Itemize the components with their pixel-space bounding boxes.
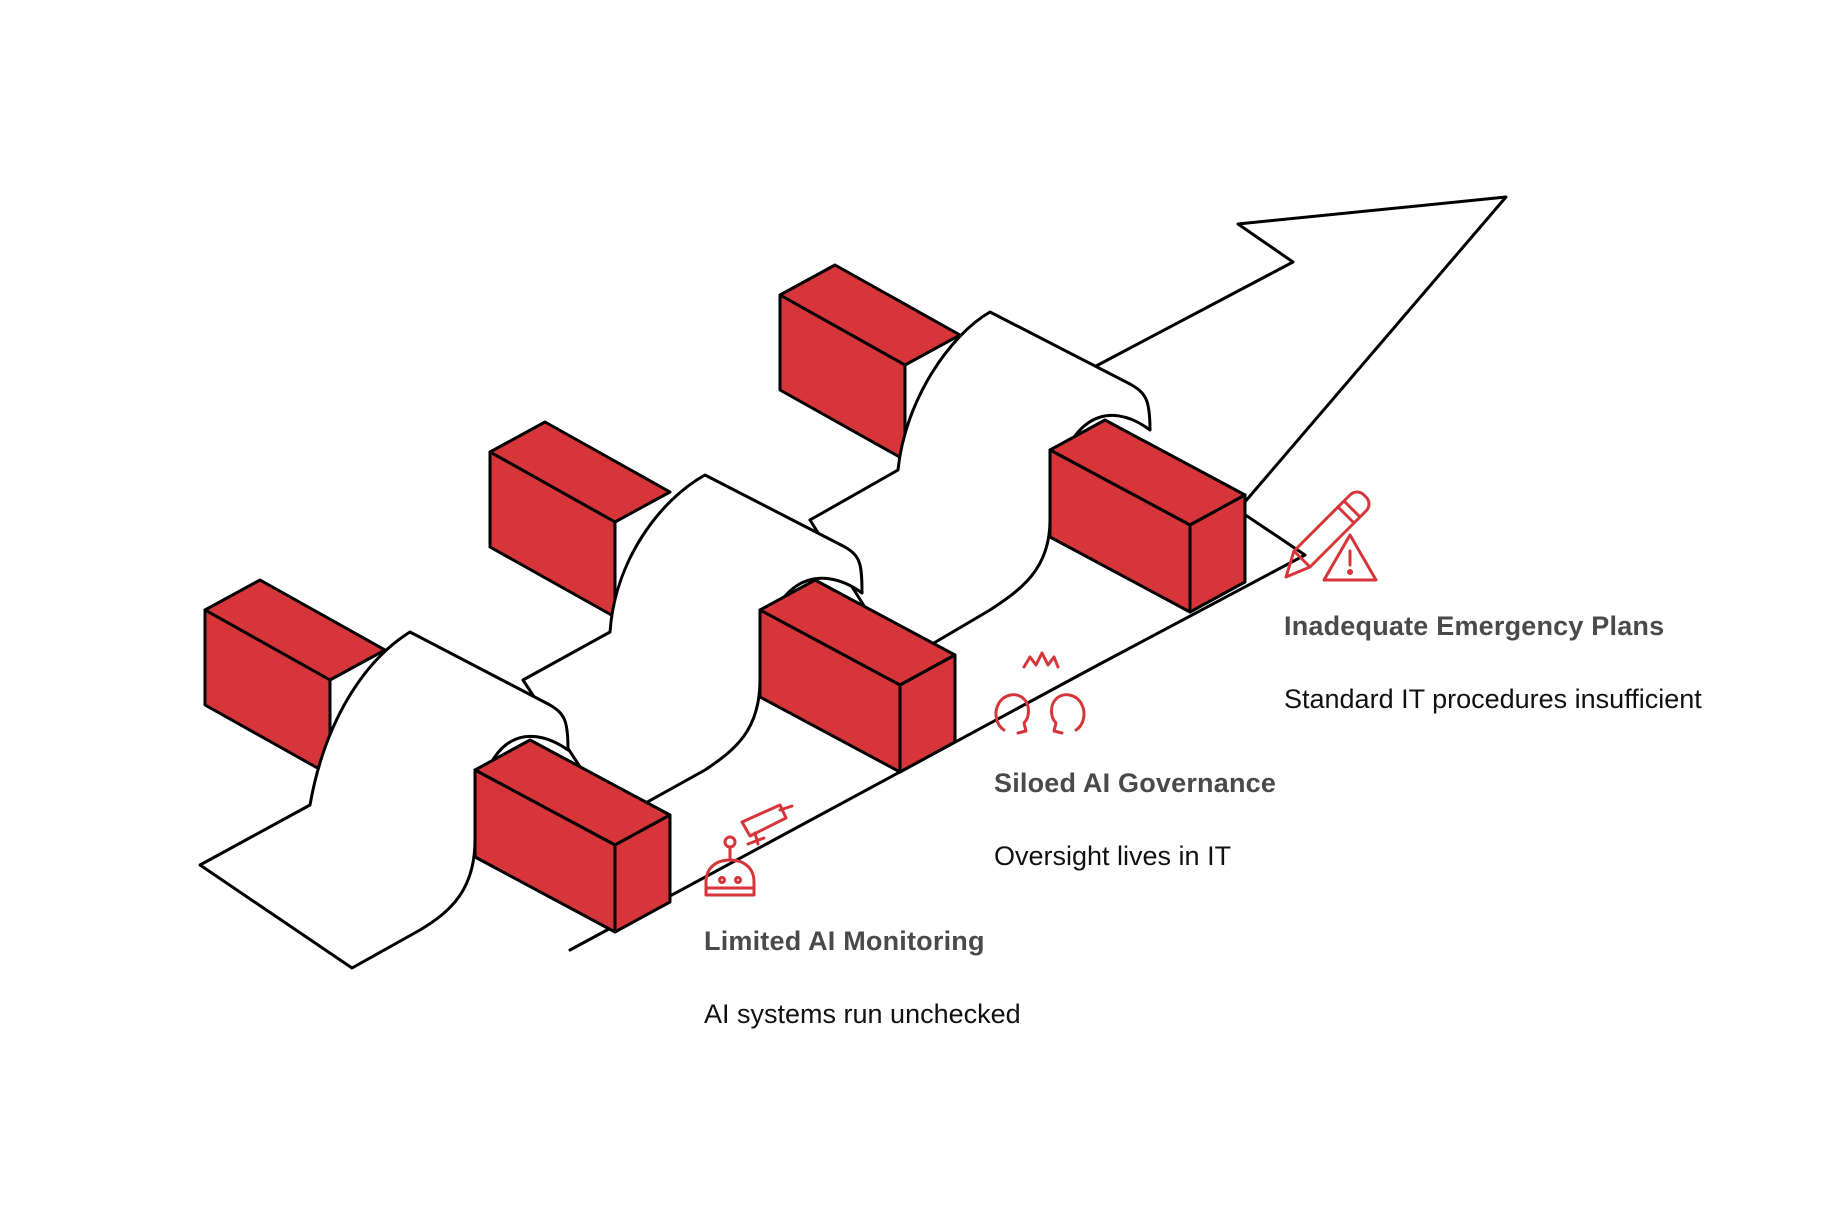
ribbon-segment-1 [198, 630, 570, 970]
pencil-warning-icon [1280, 485, 1380, 585]
barrier-block-2-back [488, 420, 672, 619]
barrier-block-2-front [758, 578, 957, 774]
ribbon-segment-3 [808, 310, 1152, 665]
barrier-block-3-back [778, 263, 962, 462]
ribbon-segment-2 [521, 473, 864, 822]
barrier-block-1-front [473, 738, 672, 934]
people-conflict-icon [990, 645, 1090, 745]
item-description: Oversight lives in IT [994, 841, 1232, 871]
item-inadequate-emergency-plans: Inadequate Emergency Plans Standard IT p… [1284, 611, 1702, 715]
item-limited-ai-monitoring: Limited AI Monitoring AI systems run unc… [704, 926, 1021, 1030]
item-title: Inadequate Emergency Plans [1284, 611, 1665, 641]
item-description: AI systems run unchecked [704, 999, 1021, 1029]
barrier-block-3-front [1048, 418, 1247, 614]
item-title: Limited AI Monitoring [704, 926, 985, 956]
item-title: Siloed AI Governance [994, 768, 1277, 798]
item-description: Standard IT procedures insufficient [1284, 684, 1702, 714]
item-siloed-ai-governance: Siloed AI Governance Oversight lives in … [994, 768, 1276, 872]
barrier-block-1-back [203, 578, 387, 777]
robot-camera-icon [700, 800, 800, 900]
